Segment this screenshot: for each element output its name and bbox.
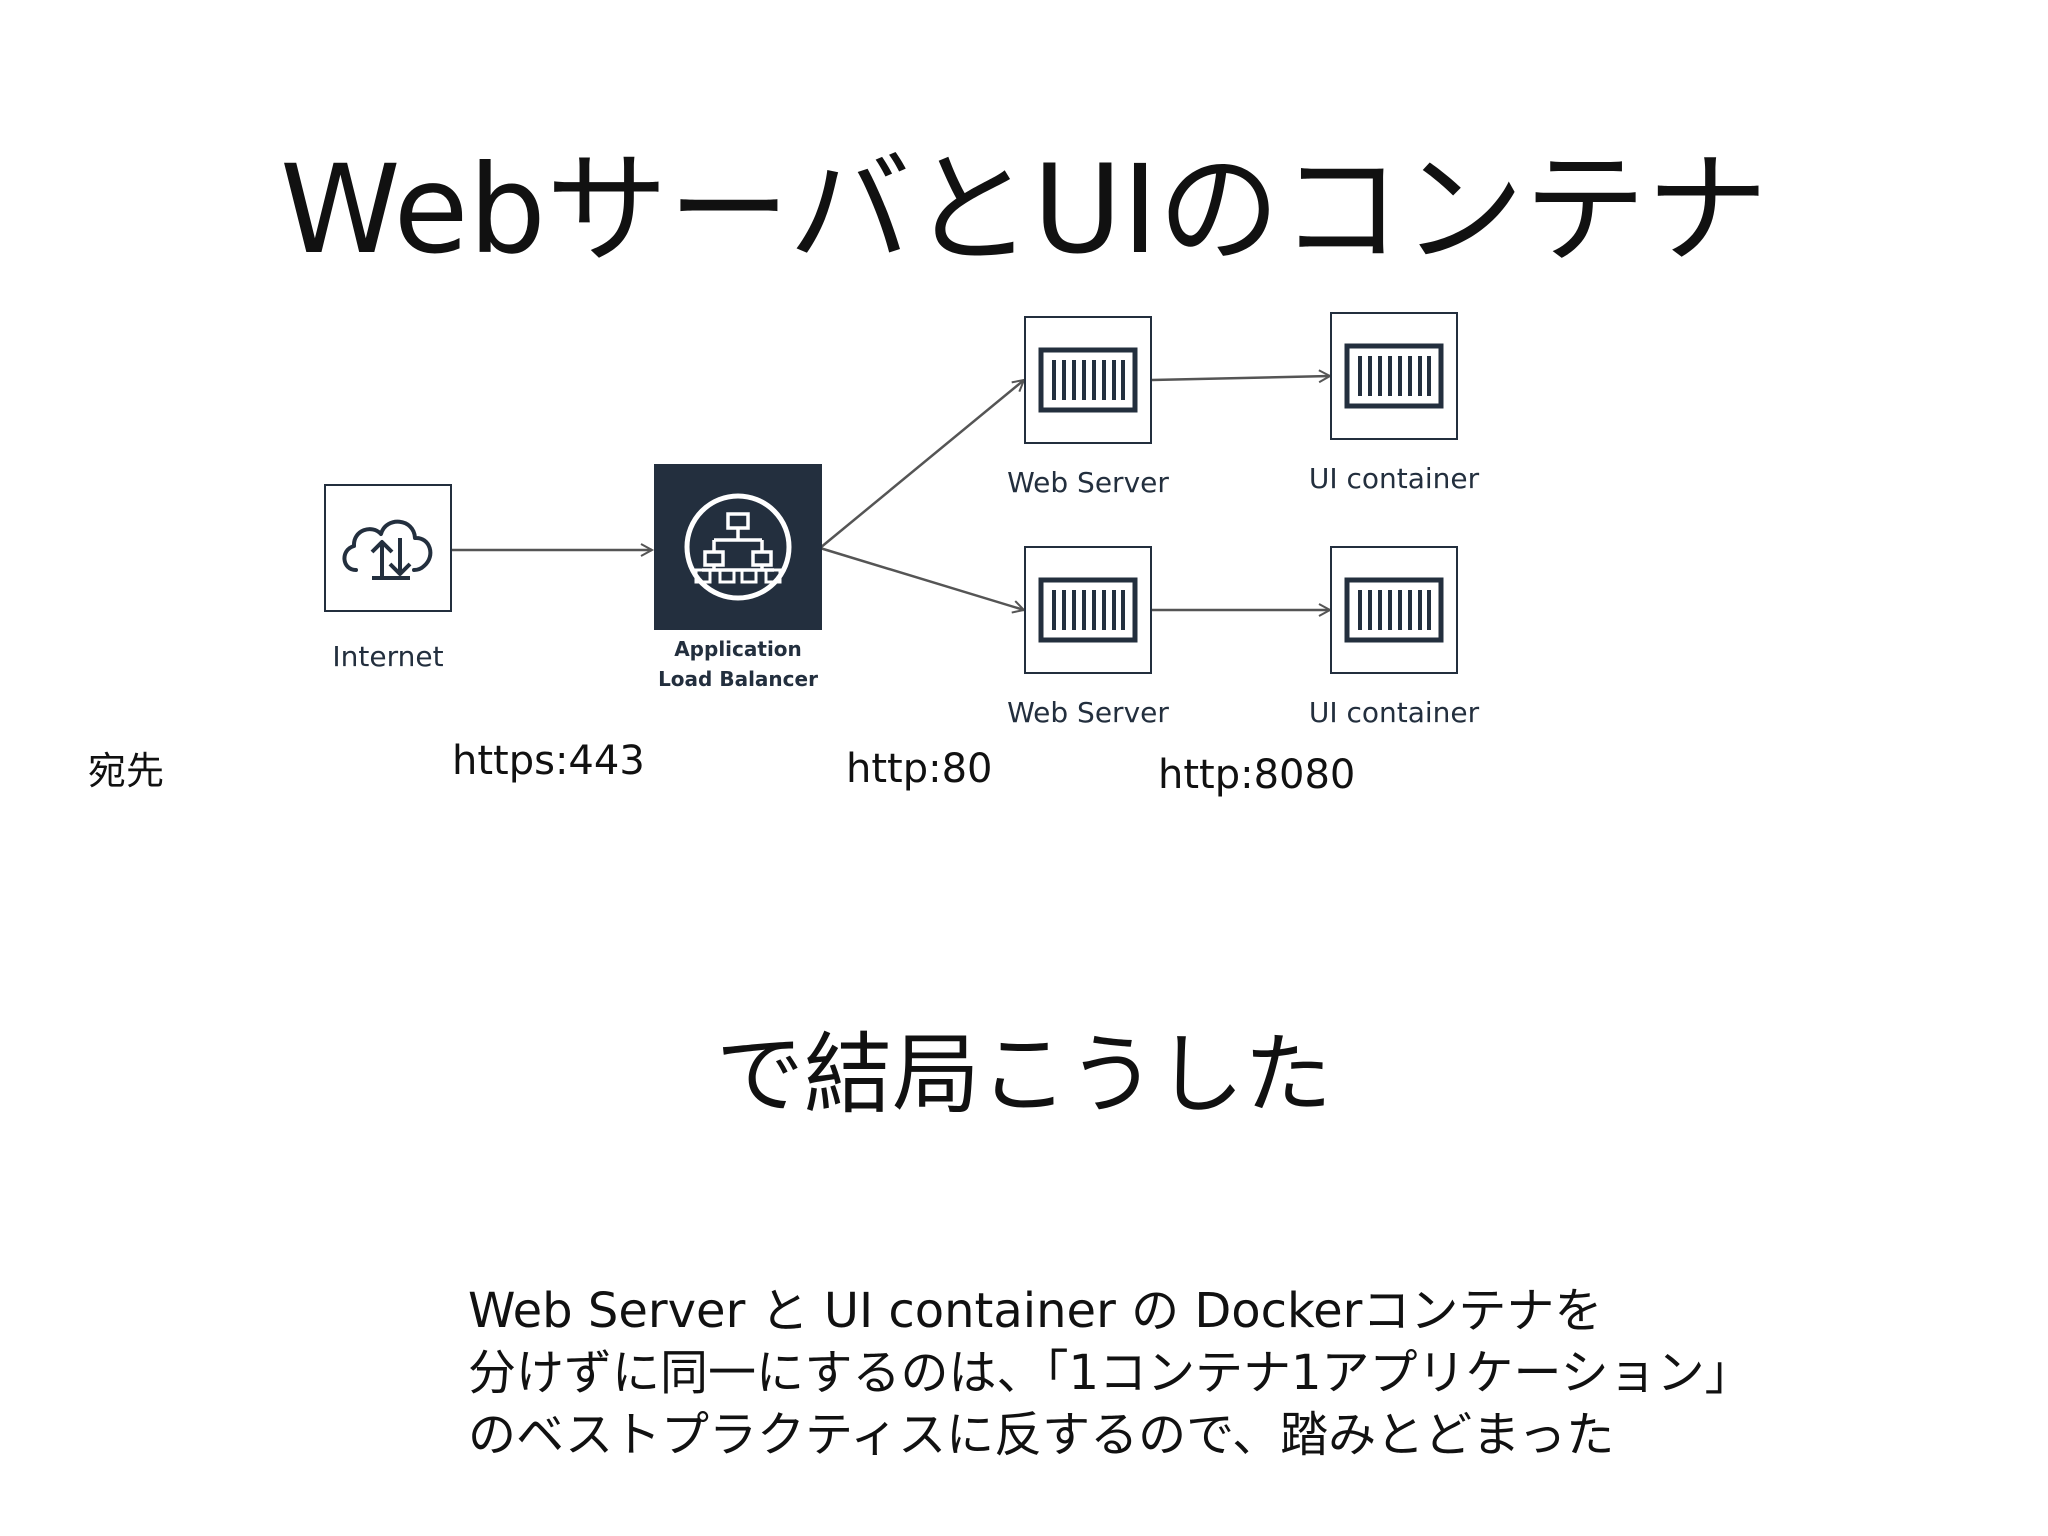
note-line-1: Web Server と UI container の Dockerコンテナを bbox=[468, 1283, 1603, 1339]
internet-node bbox=[324, 484, 452, 612]
web-server-bottom-node bbox=[1024, 546, 1152, 674]
cloud-upload-download-icon bbox=[342, 519, 433, 580]
note-line-2: 分けずに同一にするのは、「1コンテナ1アプリケーション」 bbox=[468, 1345, 1753, 1401]
web-server-top-label: Web Server bbox=[1007, 466, 1169, 499]
container-icon bbox=[1038, 347, 1138, 413]
port-http80-label: http:80 bbox=[846, 746, 993, 792]
alb-label-line1: Application bbox=[674, 637, 802, 661]
alb-label: Application Load Balancer bbox=[618, 634, 858, 694]
alb-node bbox=[654, 464, 822, 630]
arrow-alb-to-web-server-top bbox=[819, 378, 1026, 549]
note-line-3: のベストプラクティスに反するので、踏みとどまった bbox=[468, 1407, 1615, 1463]
page-title: WebサーバとUIのコンテナ bbox=[279, 139, 1769, 281]
subtitle: で結局こうした bbox=[715, 1023, 1332, 1126]
port-http8080-label: http:8080 bbox=[1158, 752, 1356, 798]
web-server-bottom-label: Web Server bbox=[1007, 696, 1169, 729]
port-https-label: https:443 bbox=[452, 738, 645, 784]
explanation-note: Web Server と UI container の Dockerコンテナを … bbox=[468, 1280, 1768, 1466]
container-icon bbox=[1344, 343, 1444, 409]
ui-container-top-label: UI container bbox=[1308, 462, 1480, 495]
internet-label: Internet bbox=[332, 640, 444, 673]
destination-label: 宛先 bbox=[88, 749, 165, 793]
network-hierarchy-icon bbox=[684, 493, 792, 601]
container-icon bbox=[1038, 577, 1138, 643]
web-server-top-node bbox=[1024, 316, 1152, 444]
ui-container-bottom-node bbox=[1330, 546, 1458, 674]
arrow-alb-to-web-server-bottom bbox=[819, 546, 1026, 614]
arrow-web-to-ui-top bbox=[1151, 369, 1333, 384]
container-icon bbox=[1344, 577, 1444, 643]
ui-container-top-node bbox=[1330, 312, 1458, 440]
alb-label-line2: Load Balancer bbox=[658, 667, 818, 691]
ui-container-bottom-label: UI container bbox=[1308, 696, 1480, 729]
